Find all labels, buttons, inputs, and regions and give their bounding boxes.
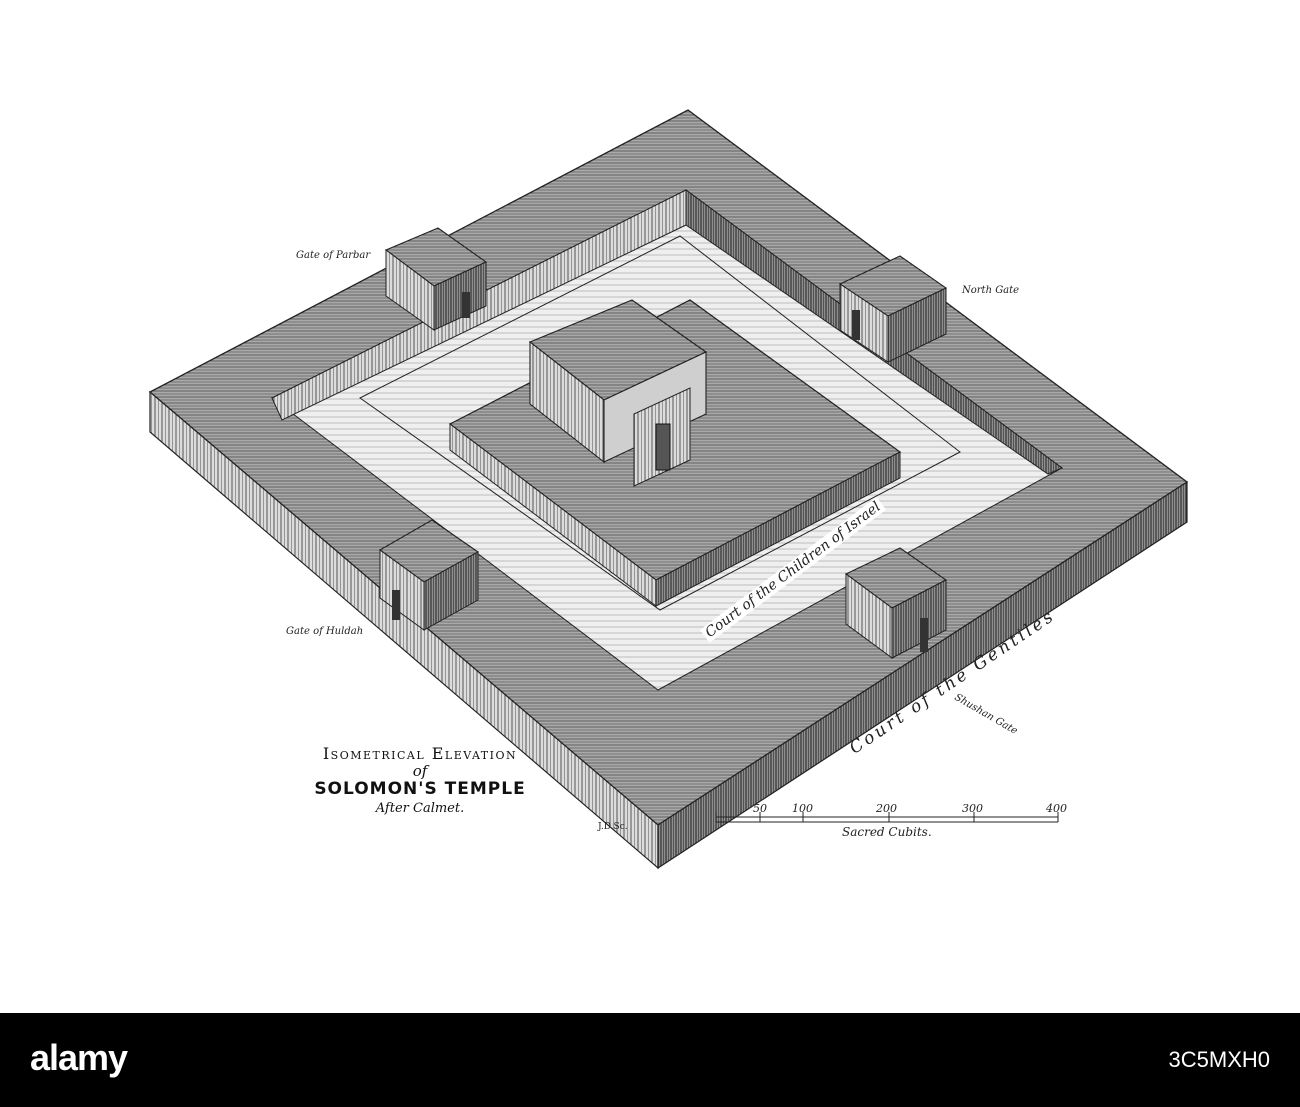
gatehouse-huldah: [378, 519, 480, 631]
label-gate-parbar: Gate of Parbar: [296, 250, 371, 261]
label-gate-huldah: Gate of Huldah: [286, 626, 364, 637]
image-code: 3C5MXH0: [1168, 1047, 1270, 1072]
title-block: Isometrical Elevation of SOLOMON'S TEMPL…: [270, 744, 570, 816]
title-line-1: Isometrical Elevation: [322, 744, 518, 763]
scale-tick-200: 200: [876, 802, 897, 815]
alamy-logo: alamy: [30, 1037, 128, 1078]
scale-tick-100: 100: [792, 802, 813, 815]
engraver-mark: J.D.Sc.: [598, 822, 628, 832]
scale-bar: [715, 812, 1059, 823]
label-north-gate: North Gate: [962, 285, 1020, 296]
scale-tick-50: 50: [753, 802, 767, 815]
title-line-3: SOLOMON'S TEMPLE: [314, 779, 526, 799]
inner-compound-right-face: [655, 451, 901, 607]
stock-banner: alamy 3C5MXH0: [0, 1013, 1300, 1107]
sanctuary-door: [655, 423, 671, 471]
title-line-2: of: [412, 762, 428, 780]
gatehouse-shushan: [844, 547, 948, 659]
outer-platform-right-face: [657, 480, 1188, 870]
gatehouse-north: [838, 255, 948, 363]
title-line-4: After Calmet.: [375, 801, 465, 816]
scale-unit-label: Sacred Cubits.: [842, 825, 932, 839]
gatehouse-parbar: [384, 227, 488, 331]
scale-tick-400: 400: [1046, 802, 1067, 815]
scale-tick-300: 300: [962, 802, 983, 815]
